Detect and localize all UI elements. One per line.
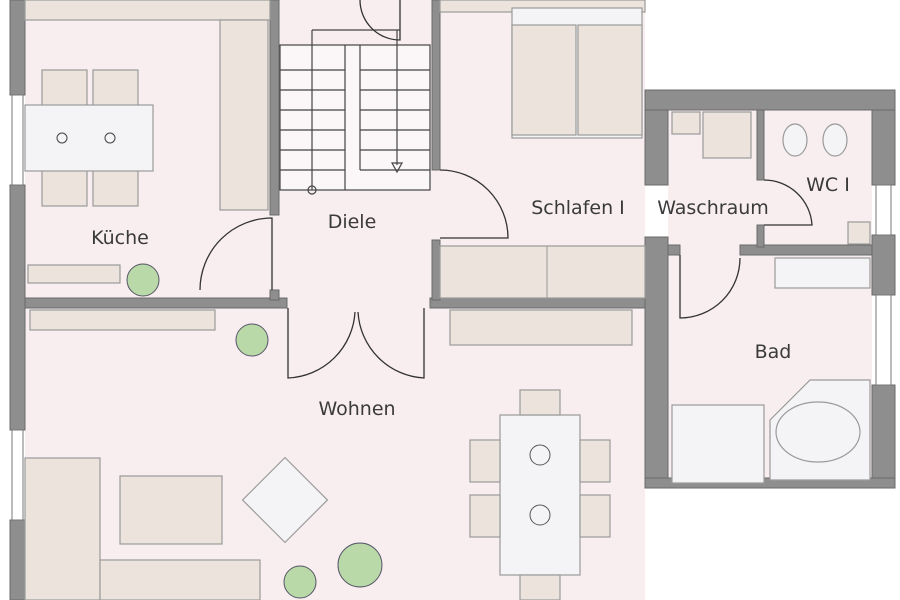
room-label-bad: Bad	[755, 341, 792, 363]
room-label-kueche: Küche	[91, 227, 149, 249]
room-label-wc: WC I	[806, 174, 850, 196]
room-label-schlafen: Schlafen I	[531, 197, 625, 219]
room-label-waschraum: Waschraum	[657, 197, 769, 219]
room-labels: Küche Diele Schlafen I Waschraum WC I Ba…	[91, 174, 850, 420]
kitchen-furniture	[24, 0, 271, 297]
bathroom-fixtures	[671, 111, 871, 484]
room-label-wohnen: Wohnen	[318, 398, 395, 420]
bedroom-furniture	[439, 0, 646, 299]
doors	[199, 0, 813, 379]
room-label-diele: Diele	[328, 211, 377, 233]
living-furniture	[24, 309, 633, 600]
staircase	[279, 29, 431, 195]
